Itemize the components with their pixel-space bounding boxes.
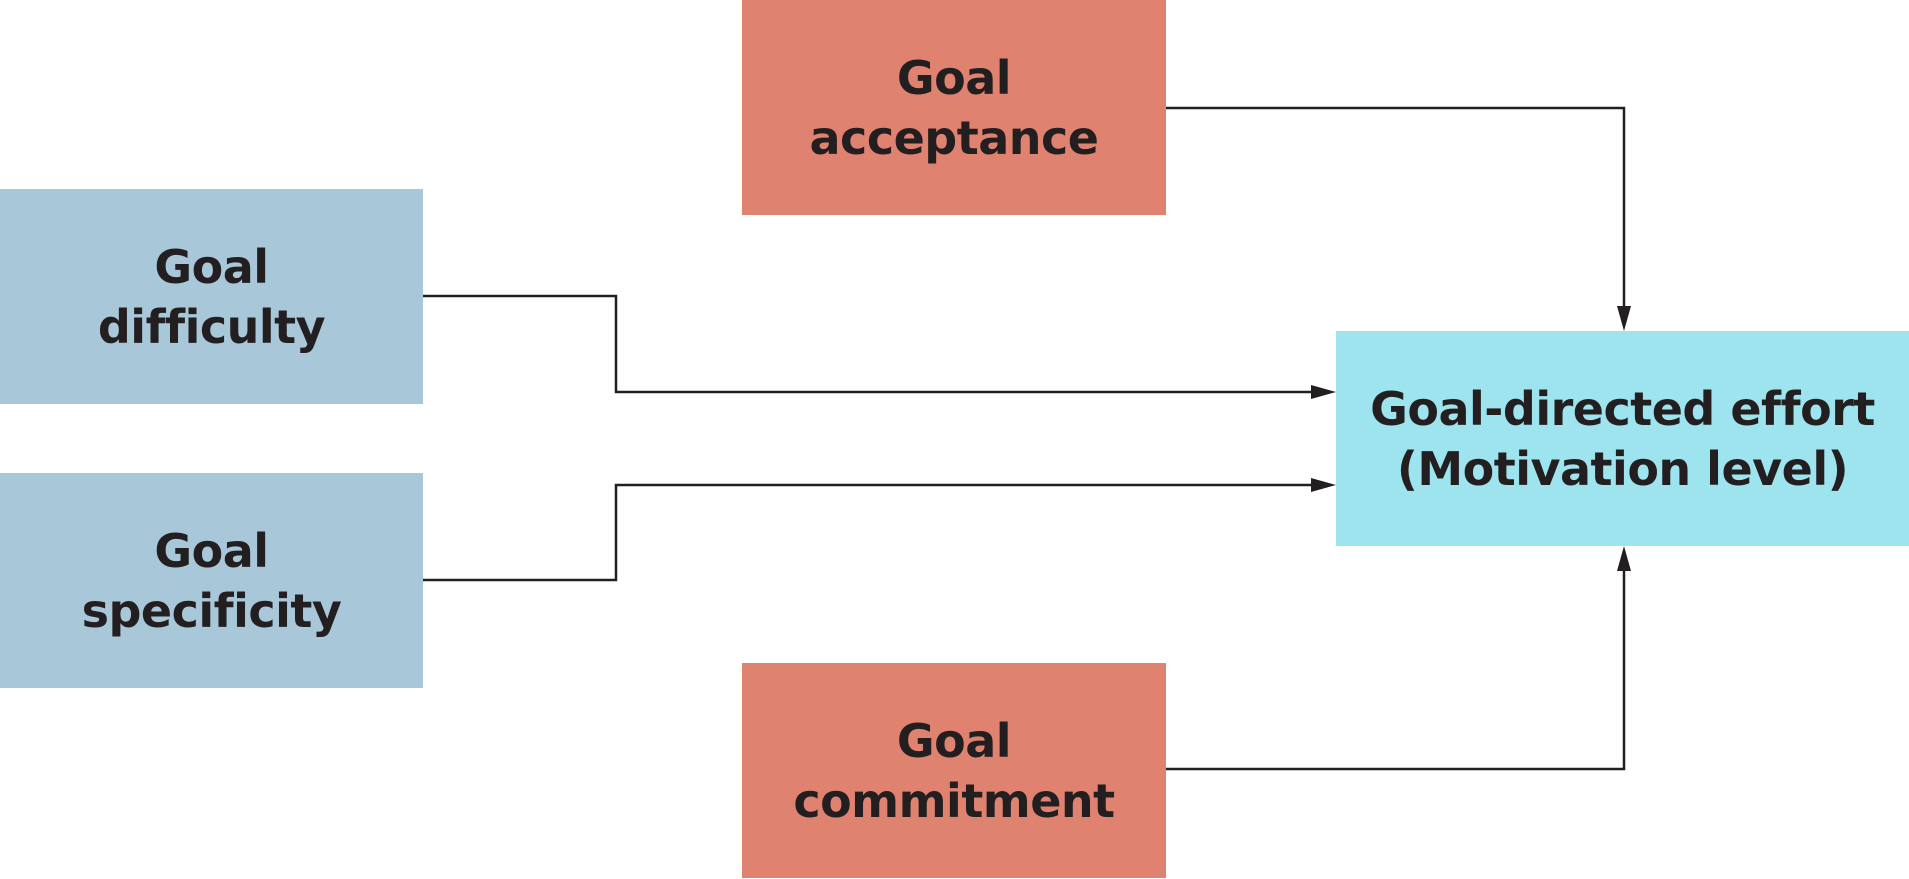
goal-directed-effort-line1: Goal-directed effort <box>1370 381 1875 436</box>
arrowhead-difficulty <box>1311 385 1336 399</box>
goal-commitment-line1: Goal <box>896 713 1012 768</box>
edge-acceptance-to-effort <box>1166 106 1626 318</box>
goal-directed-effort-line2: (Motivation level) <box>1396 441 1849 496</box>
goal-specificity-line2: specificity <box>81 583 342 638</box>
arrowhead-specificity <box>1311 478 1336 492</box>
goal-difficulty-line2: difficulty <box>97 299 326 354</box>
arrowhead-acceptance <box>1617 306 1631 331</box>
goal-acceptance-line1: Goal <box>896 50 1012 105</box>
arrowhead-commitment <box>1617 546 1631 571</box>
edge-difficulty-to-effort <box>423 294 1322 394</box>
goal-specificity-box: Goal specificity <box>0 473 423 688</box>
goal-commitment-line2: commitment <box>793 773 1115 828</box>
goal-commitment-box: Goal commitment <box>742 663 1166 878</box>
goal-acceptance-box: Goal acceptance <box>742 0 1166 215</box>
goal-difficulty-line1: Goal <box>154 239 269 294</box>
goal-difficulty-box: Goal difficulty <box>0 189 423 404</box>
edge-commitment-to-effort <box>1166 559 1626 771</box>
goal-acceptance-line2: acceptance <box>809 110 1099 165</box>
edge-specificity-to-effort <box>423 483 1322 582</box>
goal-specificity-line1: Goal <box>154 523 269 578</box>
goal-directed-effort-box: Goal-directed effort (Motivation level) <box>1336 331 1909 546</box>
